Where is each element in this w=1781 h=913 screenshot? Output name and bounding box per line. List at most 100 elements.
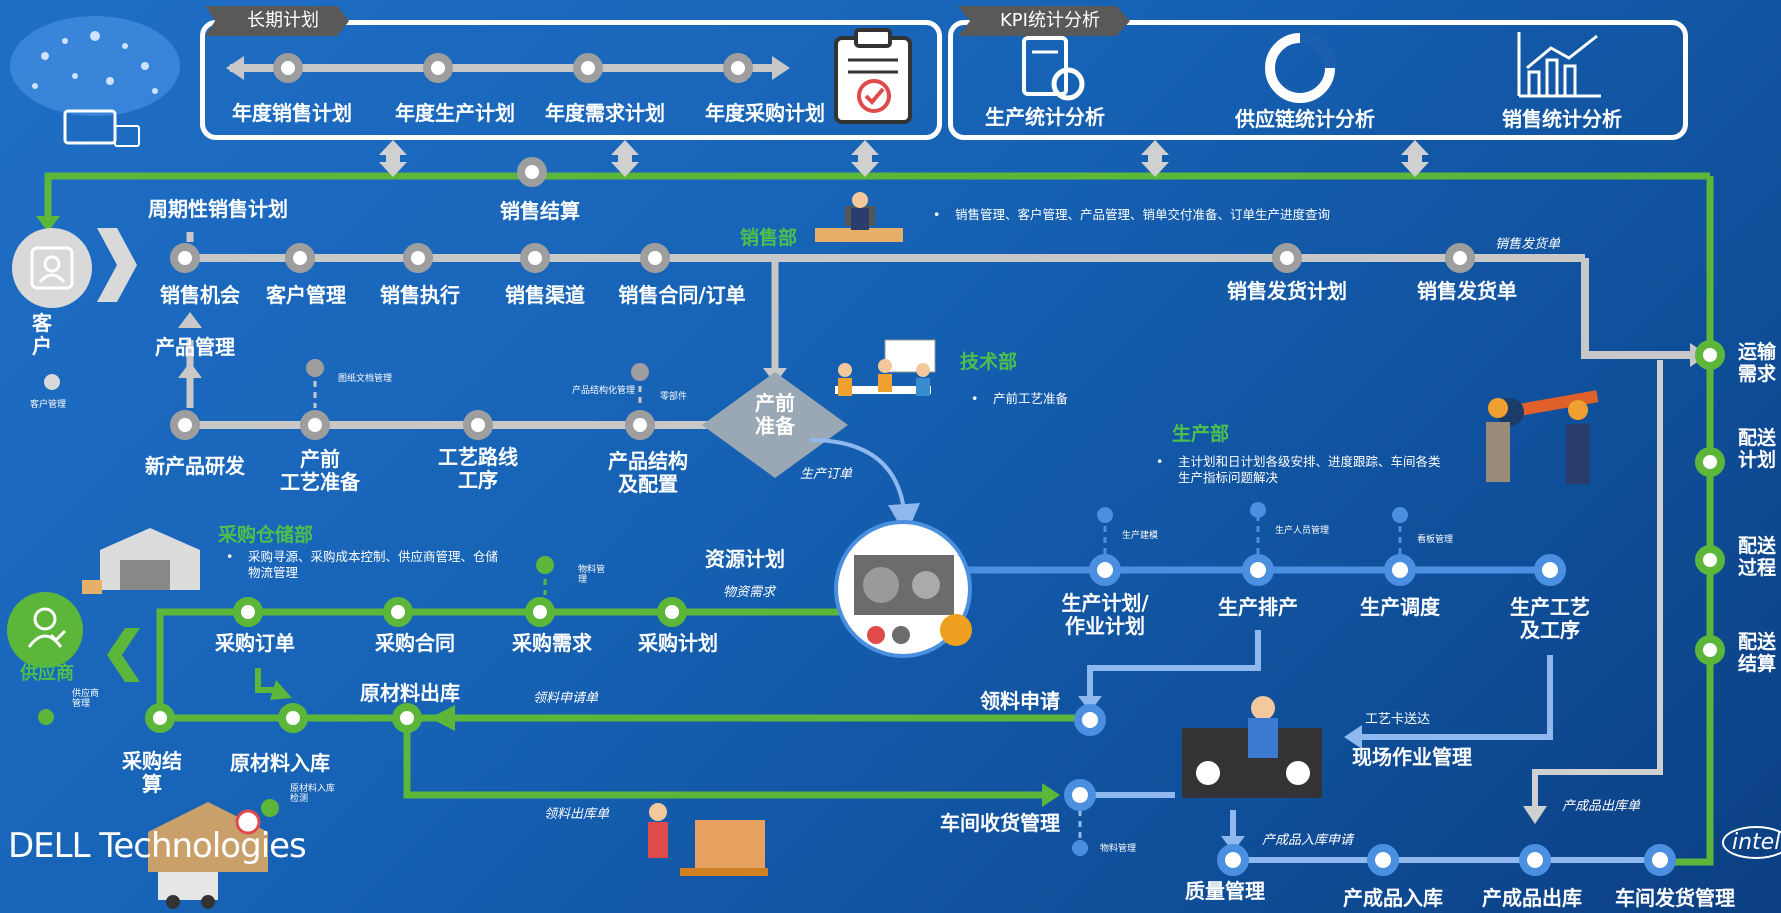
clipboard-check-icon xyxy=(834,28,912,124)
prod-dispatch-node[interactable] xyxy=(1384,554,1416,586)
fg-out-order-small: 产成品出库单 xyxy=(1562,799,1641,814)
transport-node[interactable] xyxy=(1695,340,1725,370)
warehouse-icon xyxy=(82,528,200,594)
purchase-plan: 采购计划 xyxy=(638,631,718,655)
sales-exec: 销售执行 xyxy=(380,283,460,307)
kanban-small: 看板管理 xyxy=(1417,535,1454,545)
kpi-panel xyxy=(948,20,1688,140)
delivery-settle: 配送 结算 xyxy=(1737,631,1777,675)
delivery-process: 配送 过程 xyxy=(1737,535,1777,579)
raw-in-check-small: 原材料入库 检测 xyxy=(290,784,336,805)
ship-plan-node[interactable] xyxy=(1272,243,1302,273)
sales-channel-node[interactable] xyxy=(520,243,550,273)
worker-pallet-icon xyxy=(648,803,768,876)
fg-in: 产成品入库 xyxy=(1343,886,1443,910)
prod-dispatch: 生产调度 xyxy=(1360,595,1440,619)
production-dept: 生产部 xyxy=(1172,423,1230,445)
delivery-plan-node[interactable] xyxy=(1695,447,1725,477)
annual-demand-node[interactable] xyxy=(573,53,603,83)
annual-purchase-node[interactable] xyxy=(723,53,753,83)
ship-mgmt-node[interactable] xyxy=(1644,844,1676,876)
quality-mgmt: 质量管理 xyxy=(1185,879,1265,903)
fg-out-node[interactable] xyxy=(1519,844,1551,876)
requisition: 领料申请 xyxy=(980,689,1060,713)
kpi-tag: KPI统计分析 xyxy=(958,6,1130,36)
sales-contract-node[interactable] xyxy=(640,243,670,273)
prod-scheduling-node[interactable] xyxy=(1242,554,1274,586)
prod-process-node[interactable] xyxy=(1534,554,1566,586)
sales-settlement: 销售结算 xyxy=(500,199,580,223)
drawing-dot xyxy=(306,359,324,377)
supplier-dot xyxy=(38,709,54,725)
workshop-receive-node[interactable] xyxy=(1064,779,1096,811)
delivery-settle-node[interactable] xyxy=(1695,635,1725,665)
new-product-node[interactable] xyxy=(170,410,200,440)
prod-process: 生产工艺 及工序 xyxy=(1510,595,1590,642)
annual-production-node[interactable] xyxy=(423,53,453,83)
fg-in-request-small: 产成品入库申请 xyxy=(1262,833,1354,848)
supplier-icon xyxy=(27,607,67,648)
production-desc: 主计划和日计划各级安排、进度跟踪、车间各类生产指标问题解决 xyxy=(1156,454,1448,487)
bar-chart-icon xyxy=(1517,32,1601,98)
purchase-order: 采购订单 xyxy=(215,631,295,655)
raw-in-node[interactable] xyxy=(278,703,308,733)
requisition-node[interactable] xyxy=(1074,704,1106,736)
material-small-dot xyxy=(536,556,554,574)
engineers-robot-icon xyxy=(1486,390,1599,484)
annual-production-plan: 年度生产计划 xyxy=(395,101,515,125)
prod-staff-dot xyxy=(1250,502,1266,518)
prod-scheduling: 生产排产 xyxy=(1218,595,1298,619)
preprod-process-node[interactable] xyxy=(300,410,330,440)
sales-settlement-node[interactable] xyxy=(517,157,547,187)
customer-mgmt-node[interactable] xyxy=(285,243,315,273)
annual-sales-plan: 年度销售计划 xyxy=(232,101,352,125)
ship-order-node[interactable] xyxy=(1445,243,1475,273)
kpi-sales: 销售统计分析 xyxy=(1502,107,1622,131)
quality-node[interactable] xyxy=(1217,844,1249,876)
fg-in-node[interactable] xyxy=(1367,844,1399,876)
prod-plan-node[interactable] xyxy=(1089,554,1121,586)
product-mgmt: 产品管理 xyxy=(155,335,235,359)
requisition-order-small: 领料申请单 xyxy=(533,691,599,706)
material-mgmt-dot xyxy=(1072,840,1088,856)
process-card-small: 工艺卡送达 xyxy=(1365,712,1431,727)
transport-demand: 运输 需求 xyxy=(1737,341,1777,385)
ship-order-small: 销售发货单 xyxy=(1495,237,1561,252)
raw-material-in: 原材料入库 xyxy=(230,751,330,775)
site-operation: 现场作业管理 xyxy=(1352,745,1472,769)
product-structure-node[interactable] xyxy=(625,410,655,440)
material-demand-small: 物资需求 xyxy=(723,585,776,600)
tech-desc: 产前工艺准备 xyxy=(971,391,1068,408)
purchase-order-node[interactable] xyxy=(233,597,263,627)
worker-machine-icon xyxy=(1182,696,1322,798)
annual-purchase-plan: 年度采购计划 xyxy=(705,101,825,125)
purchase-contract: 采购合同 xyxy=(375,631,455,655)
new-product-rd: 新产品研发 xyxy=(145,454,245,478)
sales-opportunity-node[interactable] xyxy=(170,243,200,273)
purchase-dept: 采购仓储部 xyxy=(218,524,314,546)
delivery-process-node[interactable] xyxy=(1695,545,1725,575)
sales-contract: 销售合同/订单 xyxy=(618,283,746,307)
annual-demand-plan: 年度需求计划 xyxy=(545,101,665,125)
purchase-plan-node[interactable] xyxy=(657,597,687,627)
sales-exec-node[interactable] xyxy=(403,243,433,273)
purchase-contract-node[interactable] xyxy=(383,597,413,627)
long-term-plan-tag: 长期计划 xyxy=(205,6,349,36)
parts-dot xyxy=(631,363,649,381)
process-route-node[interactable] xyxy=(463,410,493,440)
production-stats-icon xyxy=(1022,36,1085,101)
raw-out-node[interactable] xyxy=(392,703,422,733)
sales-channel: 销售渠道 xyxy=(505,283,585,307)
purchase-demand-node[interactable] xyxy=(525,597,555,627)
kanban-dot xyxy=(1392,507,1408,523)
process-route: 工艺路线 工序 xyxy=(438,445,518,492)
sales-dept: 销售部 xyxy=(740,227,798,249)
annual-sales-node[interactable] xyxy=(273,53,303,83)
purchase-settle-node[interactable] xyxy=(145,703,175,733)
customer-avatar[interactable] xyxy=(12,228,92,308)
sales-opportunity: 销售机会 xyxy=(160,283,240,307)
preprod-prep: 产前 准备 xyxy=(755,391,795,438)
drawing-mgmt-small: 图纸文档管理 xyxy=(338,374,393,384)
